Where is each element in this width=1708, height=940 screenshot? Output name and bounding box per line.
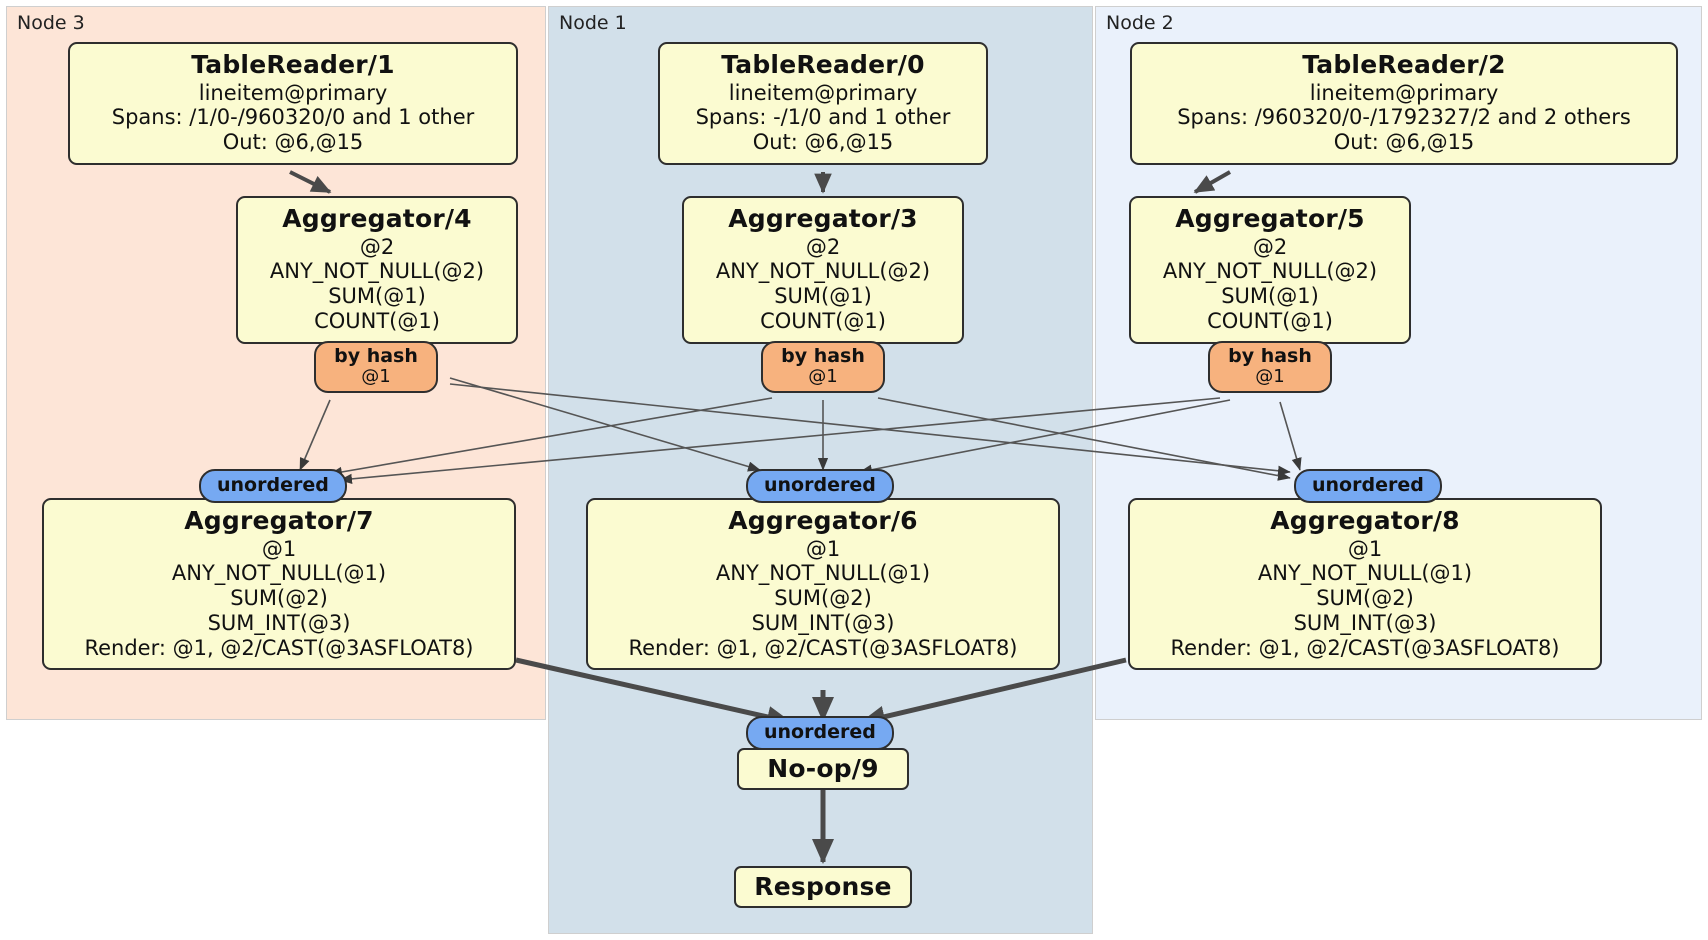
processor-aggregator-7[interactable]: Aggregator/7 @1 ANY_NOT_NULL(@1) SUM(@2)…: [42, 498, 516, 671]
processor-detail-line: Render: @1, @2/CAST(@3ASFLOAT8): [628, 635, 1018, 660]
processor-detail-line: Spans: /960320/0-/1792327/2 and 2 others: [1177, 105, 1631, 130]
processor-detail-line: @1: [1347, 536, 1383, 561]
processor-detail-line: @2: [1252, 234, 1288, 259]
processor-detail-line: Out: @6,@15: [222, 130, 364, 155]
processor-detail-line: SUM(@1): [328, 284, 426, 309]
processor-detail-line: Spans: -/1/0 and 1 other: [695, 105, 951, 130]
processor-detail-line: COUNT(@1): [314, 308, 440, 333]
router-column: @1: [361, 366, 391, 388]
processor-detail-line: SUM_INT(@3): [1293, 610, 1437, 635]
processor-title: Response: [754, 872, 892, 901]
processor-title: TableReader/0: [721, 50, 925, 79]
output-router-by-hash-mid[interactable]: by hash @1: [761, 341, 885, 394]
processor-detail-line: Render: @1, @2/CAST(@3ASFLOAT8): [84, 635, 474, 660]
processor-aggregator-3[interactable]: Aggregator/3 @2 ANY_NOT_NULL(@2) SUM(@1)…: [682, 196, 964, 344]
processor-title: Aggregator/3: [728, 204, 918, 233]
processor-title: TableReader/2: [1302, 50, 1506, 79]
sync-label: unordered: [764, 474, 876, 496]
processor-response[interactable]: Response: [734, 866, 912, 908]
processor-detail-line: ANY_NOT_NULL(@1): [1257, 561, 1473, 586]
sync-label: unordered: [764, 721, 876, 743]
processor-detail-line: Out: @6,@15: [752, 130, 894, 155]
input-sync-unordered-left[interactable]: unordered: [199, 469, 347, 504]
processor-aggregator-6[interactable]: Aggregator/6 @1 ANY_NOT_NULL(@1) SUM(@2)…: [586, 498, 1060, 671]
input-sync-unordered-final[interactable]: unordered: [746, 716, 894, 751]
router-column: @1: [808, 366, 838, 388]
processor-detail-line: @2: [805, 234, 841, 259]
processor-detail-line: ANY_NOT_NULL(@2): [269, 259, 485, 284]
processor-title: No-op/9: [767, 754, 879, 783]
output-router-by-hash-right[interactable]: by hash @1: [1208, 341, 1332, 394]
processor-title: TableReader/1: [191, 50, 395, 79]
router-label: by hash: [781, 345, 865, 367]
sync-label: unordered: [1312, 474, 1424, 496]
processor-aggregator-5[interactable]: Aggregator/5 @2 ANY_NOT_NULL(@2) SUM(@1)…: [1129, 196, 1411, 344]
processor-tablereader-1[interactable]: TableReader/1 lineitem@primary Spans: /1…: [68, 42, 518, 165]
processor-tablereader-2[interactable]: TableReader/2 lineitem@primary Spans: /9…: [1130, 42, 1678, 165]
input-sync-unordered-mid[interactable]: unordered: [746, 469, 894, 504]
processor-detail-line: Out: @6,@15: [1333, 130, 1475, 155]
processor-detail-line: ANY_NOT_NULL(@2): [715, 259, 931, 284]
processor-detail-line: SUM(@2): [230, 586, 328, 611]
processor-detail-line: SUM(@1): [1221, 284, 1319, 309]
processor-detail-line: SUM(@1): [774, 284, 872, 309]
processor-title: Aggregator/4: [282, 204, 472, 233]
node-region-label-node2: Node 2: [1106, 12, 1174, 34]
processor-detail-line: SUM_INT(@3): [207, 610, 351, 635]
processor-aggregator-4[interactable]: Aggregator/4 @2 ANY_NOT_NULL(@2) SUM(@1)…: [236, 196, 518, 344]
processor-detail-line: lineitem@primary: [728, 80, 918, 105]
processor-title: Aggregator/7: [184, 506, 374, 535]
output-router-by-hash-left[interactable]: by hash @1: [314, 341, 438, 394]
processor-detail-line: COUNT(@1): [1207, 308, 1333, 333]
processor-detail-line: @1: [261, 536, 297, 561]
processor-detail-line: SUM(@2): [1316, 586, 1414, 611]
processor-title: Aggregator/8: [1270, 506, 1460, 535]
processor-detail-line: COUNT(@1): [760, 308, 886, 333]
node-region-label-node1: Node 1: [559, 12, 627, 34]
input-sync-unordered-right[interactable]: unordered: [1294, 469, 1442, 504]
processor-detail-line: ANY_NOT_NULL(@1): [171, 561, 387, 586]
processor-detail-line: ANY_NOT_NULL(@2): [1162, 259, 1378, 284]
router-label: by hash: [1228, 345, 1312, 367]
processor-detail-line: Render: @1, @2/CAST(@3ASFLOAT8): [1170, 635, 1560, 660]
processor-detail-line: lineitem@primary: [198, 80, 388, 105]
sync-label: unordered: [217, 474, 329, 496]
processor-aggregator-8[interactable]: Aggregator/8 @1 ANY_NOT_NULL(@1) SUM(@2)…: [1128, 498, 1602, 671]
processor-detail-line: lineitem@primary: [1309, 80, 1499, 105]
router-column: @1: [1255, 366, 1285, 388]
processor-tablereader-0[interactable]: TableReader/0 lineitem@primary Spans: -/…: [658, 42, 988, 165]
router-label: by hash: [334, 345, 418, 367]
processor-detail-line: SUM(@2): [774, 586, 872, 611]
processor-detail-line: @2: [359, 234, 395, 259]
processor-title: Aggregator/5: [1175, 204, 1365, 233]
processor-noop-9[interactable]: No-op/9: [737, 748, 909, 790]
processor-detail-line: SUM_INT(@3): [751, 610, 895, 635]
processor-detail-line: @1: [805, 536, 841, 561]
processor-title: Aggregator/6: [728, 506, 918, 535]
node-region-label-node3: Node 3: [17, 12, 85, 34]
processor-detail-line: Spans: /1/0-/960320/0 and 1 other: [111, 105, 475, 130]
processor-detail-line: ANY_NOT_NULL(@1): [715, 561, 931, 586]
